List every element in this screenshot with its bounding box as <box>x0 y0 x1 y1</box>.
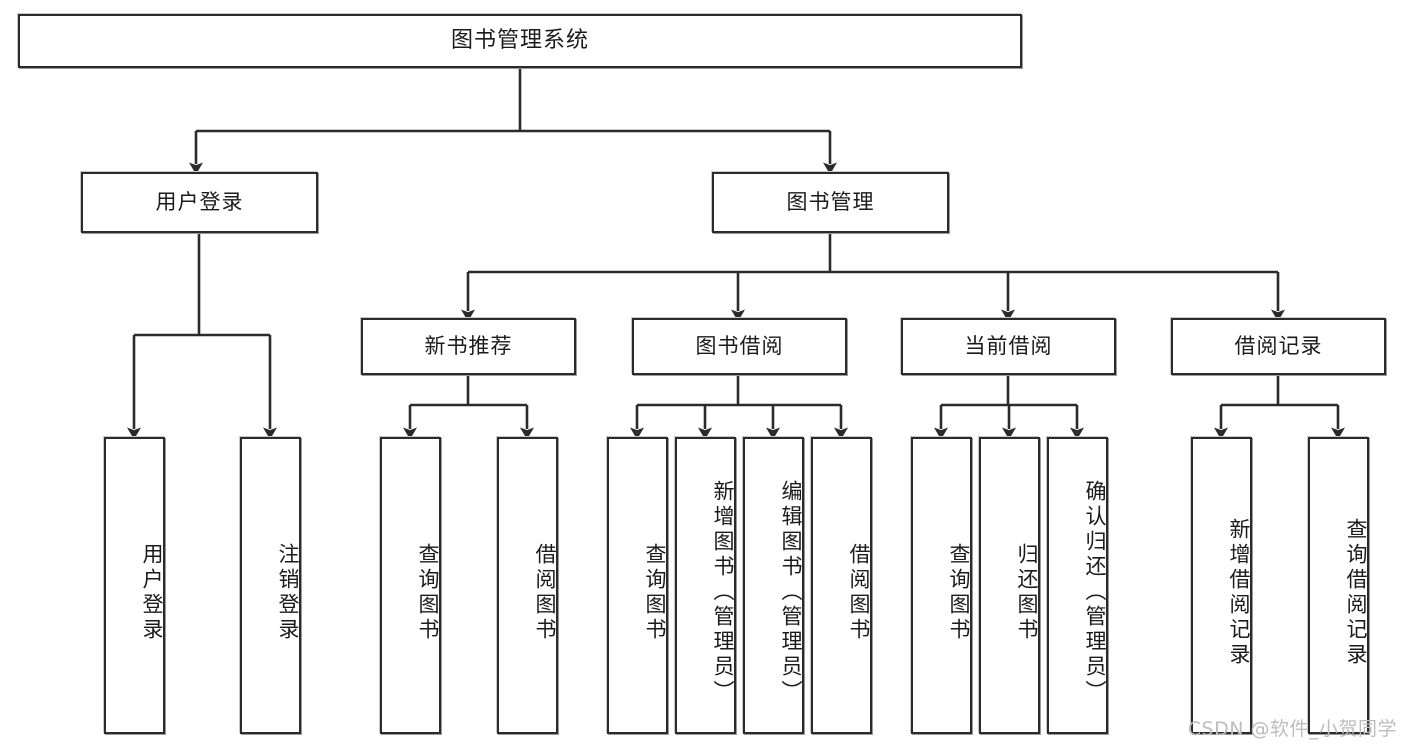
node-leaf-query-borrow-record[interactable]: 查询借阅记录 <box>1308 437 1369 734</box>
node-label: 图书管理系统 <box>450 27 589 53</box>
node-root-book-management-system[interactable]: 图书管理系统 <box>18 14 1022 68</box>
node-label: 确认归还（管理员） <box>1083 480 1107 705</box>
node-user-login[interactable]: 用户登录 <box>81 172 318 233</box>
node-label: 查询图书 <box>947 542 971 643</box>
node-leaf-query-book-current[interactable]: 查询图书 <box>911 437 972 734</box>
node-new-book-recommend[interactable]: 新书推荐 <box>361 318 576 375</box>
node-label: 查询图书 <box>643 542 667 643</box>
node-label: 借阅记录 <box>1234 333 1323 358</box>
node-leaf-query-book-borrow[interactable]: 查询图书 <box>607 437 668 734</box>
node-leaf-borrow-book-recommend[interactable]: 借阅图书 <box>497 437 558 734</box>
node-label: 当前借阅 <box>964 333 1053 358</box>
node-leaf-user-login[interactable]: 用户登录 <box>104 437 165 734</box>
node-label: 借阅图书 <box>533 542 557 643</box>
node-label: 图书借阅 <box>695 333 784 358</box>
node-leaf-query-book-recommend[interactable]: 查询图书 <box>380 437 441 734</box>
node-label: 注销登录 <box>276 542 300 643</box>
node-label: 用户登录 <box>155 189 244 214</box>
node-label: 查询借阅记录 <box>1344 517 1368 668</box>
node-label: 新增借阅记录 <box>1227 517 1251 668</box>
node-label: 查询图书 <box>416 542 440 643</box>
node-label: 新增图书（管理员） <box>711 480 735 705</box>
node-label: 借阅图书 <box>847 542 871 643</box>
node-borrow-record[interactable]: 借阅记录 <box>1171 318 1386 375</box>
node-leaf-confirm-return[interactable]: 确认归还（管理员） <box>1047 437 1108 734</box>
node-leaf-borrow-book[interactable]: 借阅图书 <box>811 437 872 734</box>
node-label: 图书管理 <box>786 189 875 214</box>
node-leaf-return-book[interactable]: 归还图书 <box>979 437 1040 734</box>
node-current-borrow[interactable]: 当前借阅 <box>901 318 1116 375</box>
node-book-borrow[interactable]: 图书借阅 <box>632 318 847 375</box>
node-label: 新书推荐 <box>424 333 513 358</box>
node-label: 归还图书 <box>1015 542 1039 643</box>
node-leaf-add-book[interactable]: 新增图书（管理员） <box>675 437 736 734</box>
csdn-watermark: CSDN @软件_小贺同学 <box>1187 718 1397 740</box>
node-label: 编辑图书（管理员） <box>779 480 803 705</box>
node-book-management[interactable]: 图书管理 <box>712 172 949 233</box>
node-leaf-add-borrow-record[interactable]: 新增借阅记录 <box>1191 437 1252 734</box>
node-label: 用户登录 <box>140 542 164 643</box>
node-leaf-edit-book[interactable]: 编辑图书（管理员） <box>743 437 804 734</box>
node-leaf-logout-login[interactable]: 注销登录 <box>240 437 301 734</box>
